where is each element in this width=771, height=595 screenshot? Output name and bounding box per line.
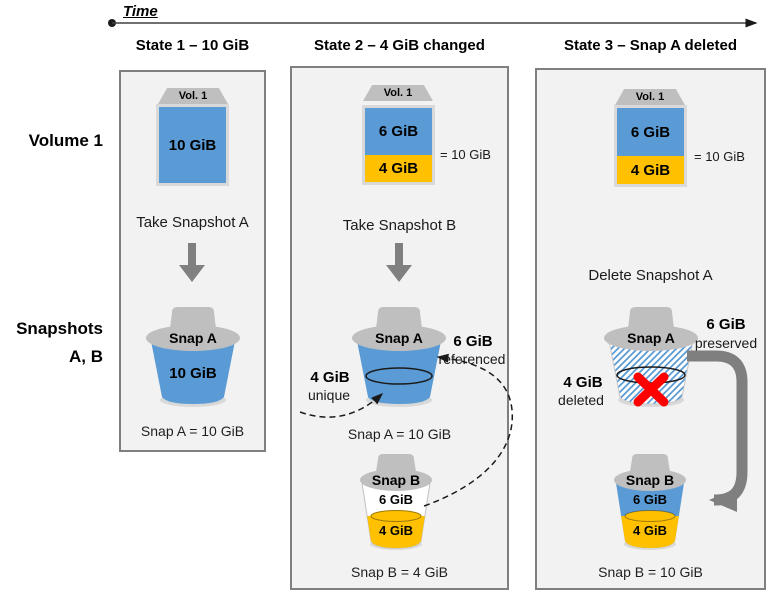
state2-volume-rect: 6 GiB 4 GiB [362,105,435,185]
state3-volume-rect: 6 GiB 4 GiB [614,105,687,187]
state3-snap-a-name: Snap A [627,330,675,346]
state3-title: State 3 – Snap A deleted [563,37,738,54]
state2-referenced-caption: referenced [438,351,506,367]
state2-snap-a-bucket: Snap A [352,307,446,407]
state2-snap-b-unique-size: 4 GiB [379,523,413,538]
state2-snap-b-total: Snap B = 4 GiB [351,564,448,580]
state1-volume-size: 10 GiB [159,107,226,183]
state3-deleted-value: 4 GiB [563,374,603,391]
state3-volume-total: = 10 GiB [694,149,745,164]
state1-snap-a-bucket: Snap A 10 GiB [146,307,240,407]
state2-volume-changed: 4 GiB [365,155,432,182]
state1-volume-cap: Vol. 1 [158,88,228,104]
state3-volume-unchanged: 6 GiB [617,108,684,156]
down-arrow-icon [179,243,205,282]
state3-preserved-caption: preserved [694,335,758,351]
state2-unique-caption: unique [307,387,351,403]
state3-action-label: Delete Snapshot A [588,267,713,284]
state1-volume-rect: 10 GiB [156,104,229,186]
state3-snap-b-name: Snap B [626,472,674,488]
state2-referenced-value: 6 GiB [453,333,493,350]
time-axis-label: Time [123,3,158,20]
time-axis-arrow [108,18,758,28]
state2-volume-cap: Vol. 1 [363,85,433,101]
state2-title: State 2 – 4 GiB changed [314,37,485,54]
state3-snap-b-preserved-size: 6 GiB [633,492,667,507]
state1-snap-a-total: Snap A = 10 GiB [140,423,245,439]
state3-volume-cap: Vol. 1 [615,89,685,105]
state2-snap-b-bucket: Snap B 6 GiB 4 GiB [360,454,432,550]
state3-preserved-value: 6 GiB [706,316,746,333]
state2-volume-unchanged: 6 GiB [365,108,432,155]
state2-volume-total: = 10 GiB [440,147,491,162]
state2-snap-a-total: Snap A = 10 GiB [347,426,452,442]
state1-action-label: Take Snapshot A [136,214,249,231]
state3-volume-changed: 4 GiB [617,156,684,184]
state1-title: State 1 – 10 GiB [135,37,250,54]
state3-snap-b-total: Snap B = 10 GiB [598,564,703,580]
delete-x-icon [633,372,669,407]
state3-snap-b-unique-size: 4 GiB [633,523,667,538]
data-split-ring [616,366,686,384]
state1-snap-a-name: Snap A [169,330,217,346]
down-arrow-icon [386,243,412,282]
state3-deleted-caption: deleted [558,392,604,408]
state3-snap-b-bucket: Snap B 6 GiB 4 GiB [614,454,686,550]
row-label-volume: Volume 1 [28,131,103,150]
state2-snap-a-name: Snap A [375,330,423,346]
state2-unique-value: 4 GiB [310,369,350,386]
changed-data-rim [624,510,676,522]
state2-snap-b-referenced-size: 6 GiB [379,492,413,507]
changed-data-rim [370,510,422,522]
row-label-snapshots-ab: A, B [69,347,103,366]
state3-snap-a-bucket-deleted: Snap A [604,307,698,407]
state1-snap-a-size: 10 GiB [169,365,217,382]
row-label-snapshots: Snapshots [16,319,103,338]
state2-snap-b-name: Snap B [372,472,420,488]
state2-action-label: Take Snapshot B [342,217,457,234]
